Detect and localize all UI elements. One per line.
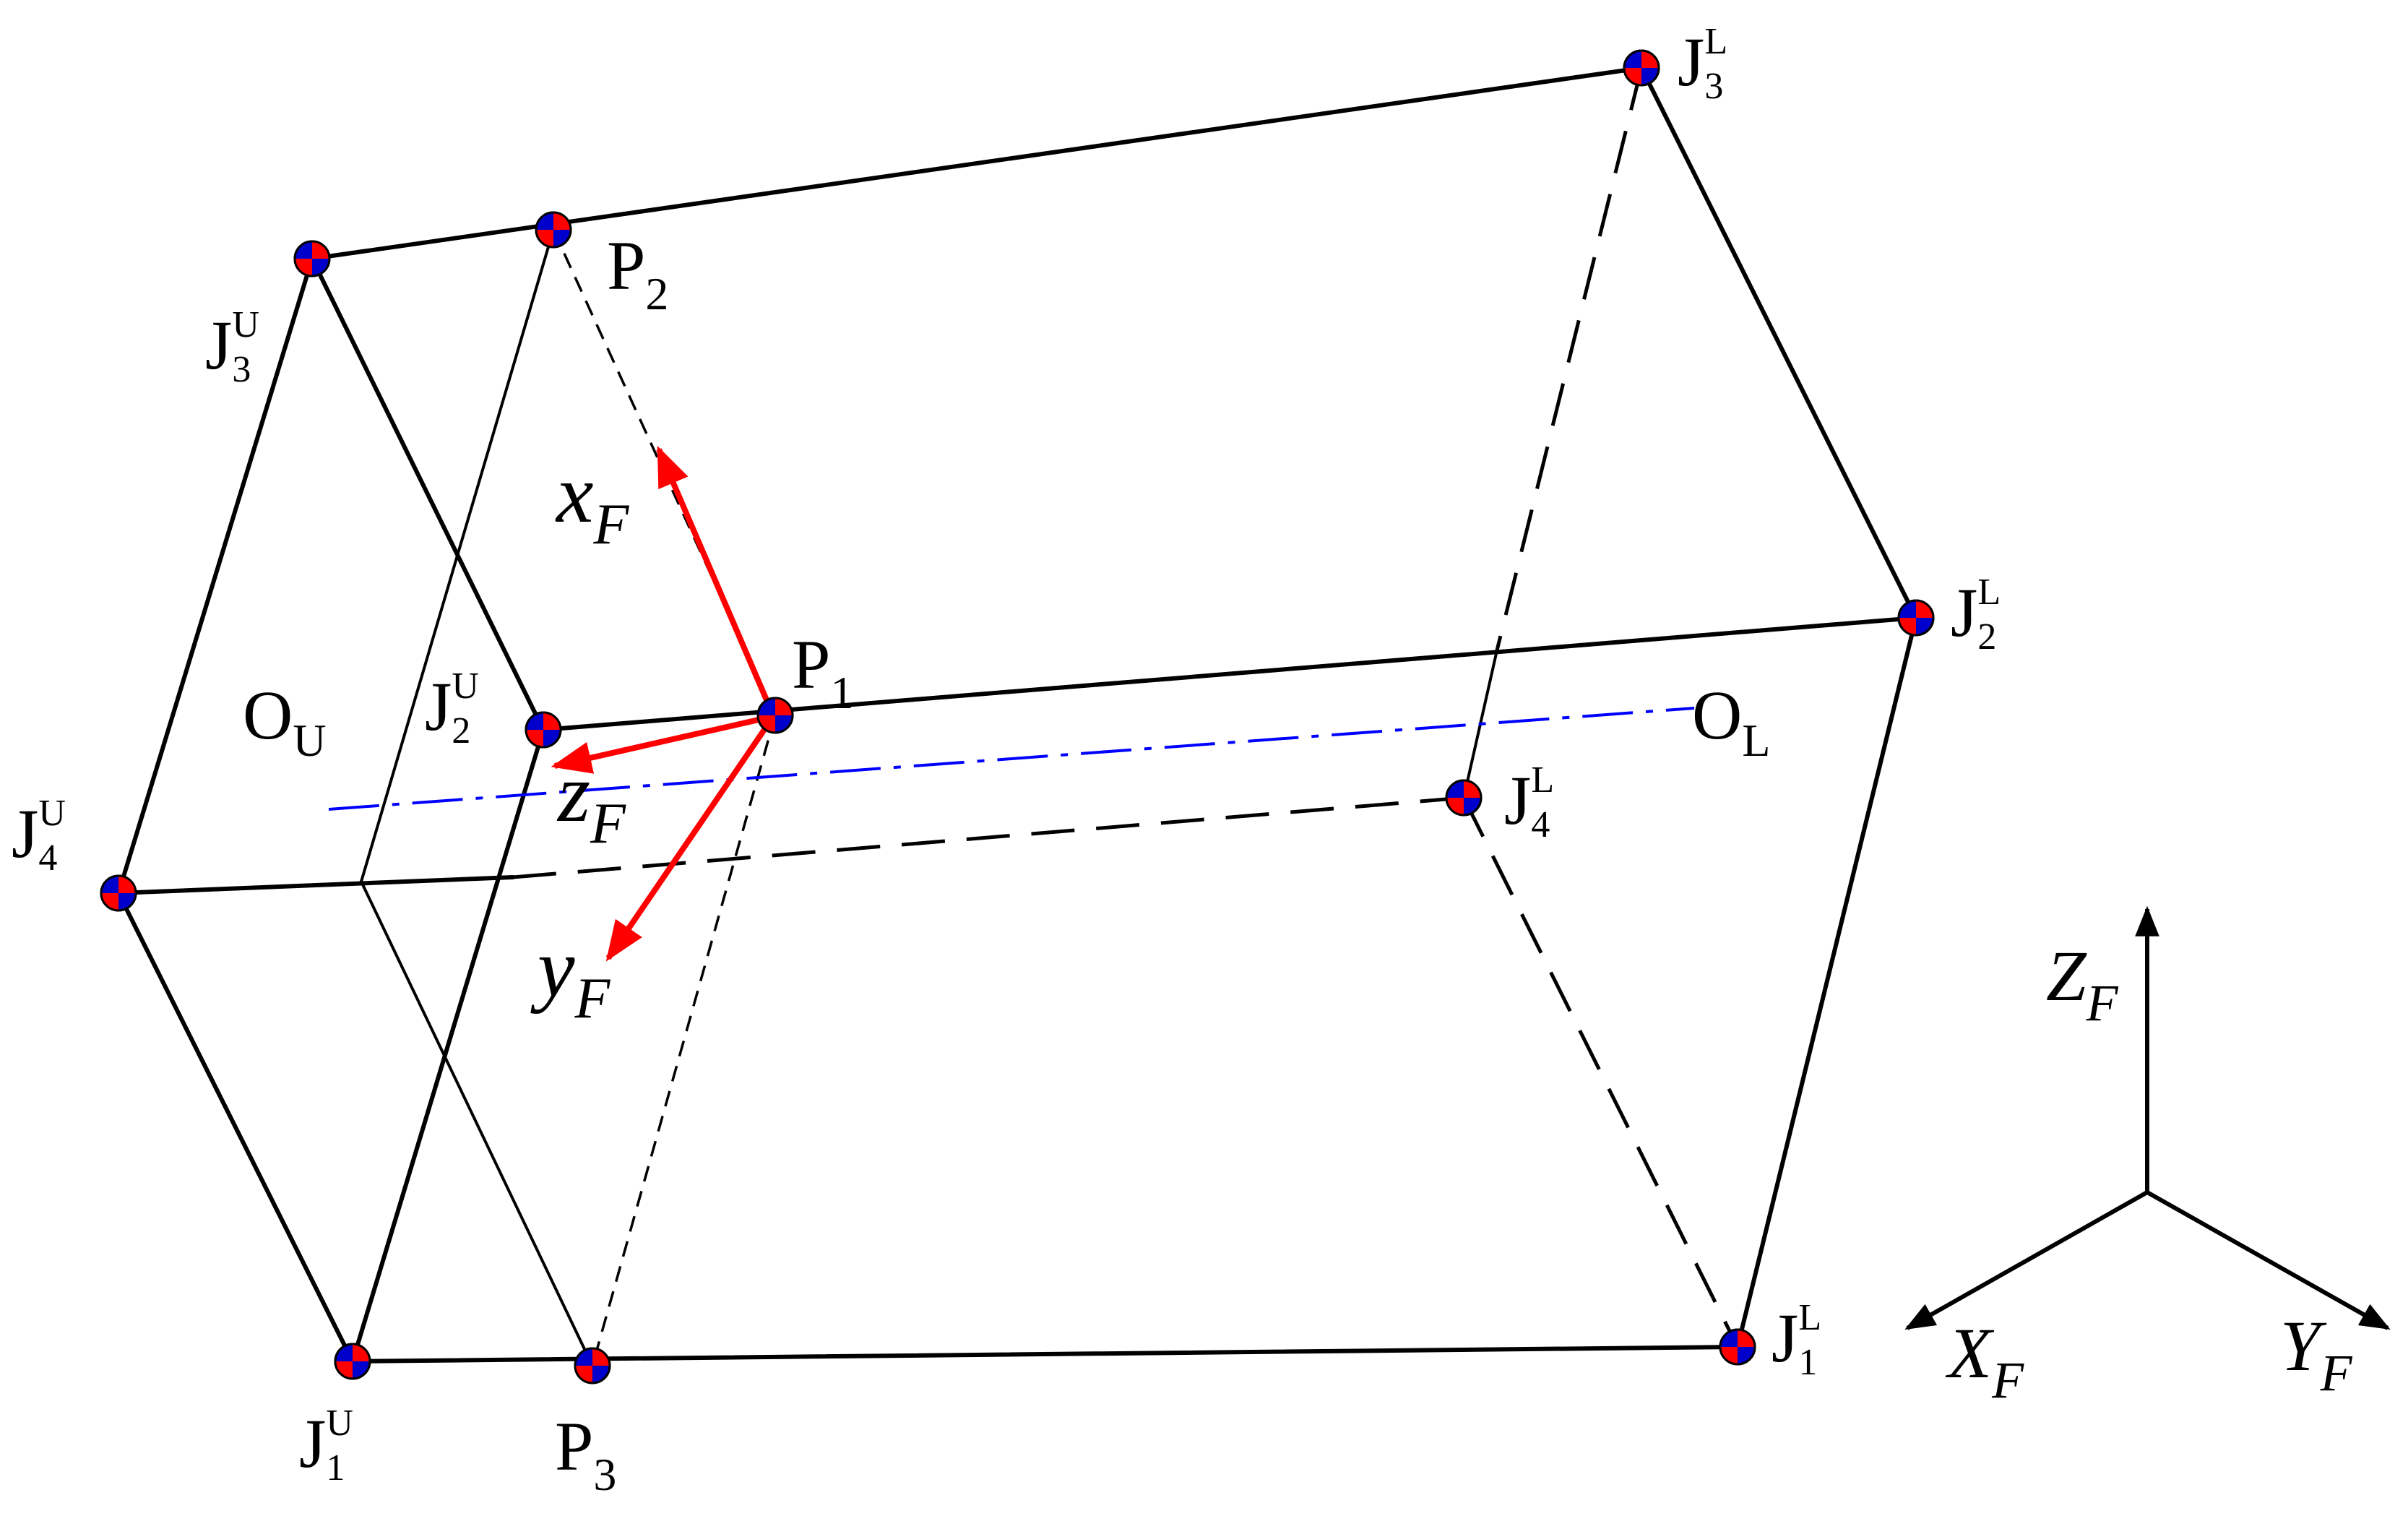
label-xf-global: XF [1945, 1313, 2024, 1409]
edge-j3l-j2l [1639, 66, 1918, 620]
edge-j1u-j1l [350, 1345, 1740, 1364]
joint-j1l-icon [1719, 1328, 1756, 1366]
line-p2-to-mid [360, 228, 555, 883]
edge-j4u-j1u [116, 891, 355, 1364]
joint-j4u-icon [100, 874, 137, 912]
joint-j2u-icon [525, 711, 562, 749]
joint-p3-icon [574, 1347, 611, 1384]
tri-p1-p3 [591, 715, 777, 1366]
joint-j3l-icon [1623, 49, 1660, 87]
centerline-ou-ol [328, 707, 1695, 811]
label-zf: zF [556, 747, 626, 856]
label-ol: OL [1692, 676, 1770, 766]
label-j3u: J3U [205, 304, 259, 390]
label-p3: P3 [555, 1408, 616, 1500]
axis-yf-global [2146, 1190, 2391, 1330]
joint-j3u-icon [293, 240, 331, 277]
label-yf: yF [530, 922, 611, 1030]
hidden-edge-j4l-j1l [1462, 796, 1740, 1348]
label-p1: P1 [792, 626, 853, 718]
label-yf-global: YF [2280, 1306, 2353, 1402]
edge-j3u-j4u [116, 257, 314, 895]
axis-xf-arrow [656, 445, 774, 713]
label-j1u: J1U [299, 1403, 353, 1489]
hidden-edge-j3l-j4l [1495, 67, 1644, 651]
label-j4l: J4L [1504, 759, 1554, 845]
global-frame-axes [1904, 905, 2391, 1330]
local-frame-axes [551, 445, 774, 962]
hidden-edge-j4u-j4l [512, 796, 1464, 879]
joint-j4l-icon [1445, 779, 1483, 817]
label-p2: P2 [607, 227, 668, 319]
edge-j2l-j1l [1735, 616, 1918, 1349]
hidden-edges [512, 67, 1740, 1348]
axis-xf-global [1904, 1190, 2149, 1330]
joint-j2l-icon [1897, 599, 1935, 637]
label-j2u: J2U [425, 666, 479, 751]
label-j4u: J4U [12, 793, 66, 879]
labels: J3U P2 J3L J2L J2U P1 OU OL J4L [12, 21, 2353, 1500]
label-j1l: J1L [1772, 1297, 1821, 1383]
edge-j3u-j3l [310, 66, 1644, 261]
axis-yf-arrow [605, 717, 774, 962]
edge-j2u-j1u [350, 728, 545, 1364]
edge-j4u-midpoint [116, 875, 515, 895]
label-ou: OU [243, 676, 327, 766]
label-zf-global: ZF [2046, 936, 2119, 1032]
label-xf: xF [555, 448, 630, 556]
axis-zf-arrow [551, 714, 772, 774]
joint-p1-icon [756, 697, 794, 734]
inner-solid-lines [360, 228, 1498, 1367]
line-mid-to-p3 [360, 880, 594, 1367]
label-j3l: J3L [1678, 21, 1727, 107]
joint-j1u-icon [334, 1343, 371, 1380]
edge-j3u-j2u [310, 257, 545, 732]
label-j2l: J2L [1951, 572, 2001, 658]
joint-p2-icon [535, 211, 572, 249]
